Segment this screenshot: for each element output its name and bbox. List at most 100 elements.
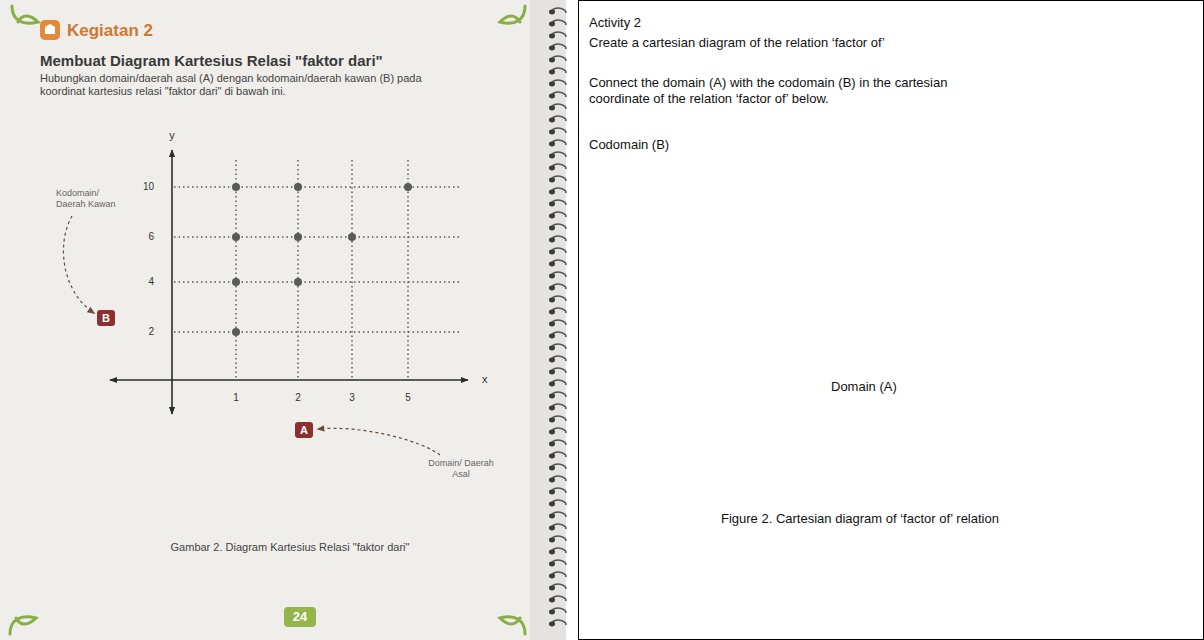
binding-hole (549, 586, 555, 591)
binding-wire (552, 164, 566, 169)
binding-hole (549, 130, 555, 135)
badge-text: B (102, 312, 110, 324)
binding-ring (549, 560, 566, 566)
binding-hole (549, 574, 555, 579)
binding-ring (549, 488, 566, 494)
binding-wire (552, 200, 566, 205)
axis-label: x (482, 373, 488, 386)
binding-ring (549, 116, 566, 122)
binding-ring (549, 536, 566, 542)
binding-wire (552, 320, 566, 325)
page-number: 24 (284, 607, 316, 627)
translation-panel: Activity 2Create a cartesian diagram of … (578, 0, 1204, 640)
binding-hole (549, 394, 555, 399)
binding-wire (552, 404, 566, 409)
binding-wire (552, 68, 566, 73)
binding-hole (549, 430, 555, 435)
tick-label: 2 (295, 392, 301, 404)
binding-hole (549, 562, 555, 567)
binding-wire (552, 464, 566, 469)
binding-hole (549, 118, 555, 123)
tick-label: 10 (143, 181, 154, 193)
binding-wire (552, 416, 566, 421)
binding-wire (552, 128, 566, 133)
binding-wire (552, 548, 566, 553)
figure-caption: Gambar 2. Diagram Kartesius Relasi "fakt… (171, 541, 410, 554)
binding-hole (549, 286, 555, 291)
binding-wire (552, 92, 566, 97)
binding-hole (549, 46, 555, 51)
binding-ring (549, 320, 566, 326)
binding-wire (552, 620, 566, 625)
binding-hole (549, 550, 555, 555)
binding-hole (549, 178, 555, 183)
binding-ring (549, 224, 566, 230)
tick-label: 3 (349, 392, 355, 404)
binding-hole (549, 538, 555, 543)
binding-ring (549, 392, 566, 398)
binding-hole (549, 334, 555, 339)
relation-point (232, 233, 240, 241)
binding-ring (549, 452, 566, 458)
y-axis (171, 150, 173, 414)
binding-wire (552, 488, 566, 493)
leader-lines (63, 216, 440, 455)
tick-label: 5 (405, 392, 411, 404)
binding-hole (549, 94, 555, 99)
binding-wire (552, 296, 566, 301)
binding-ring (549, 620, 566, 626)
binding-wire (552, 308, 566, 313)
binding-wire (552, 380, 566, 385)
tick-label: 4 (148, 276, 154, 288)
binding-hole (549, 466, 555, 471)
binding-wire (552, 608, 566, 613)
binding-wire (552, 524, 566, 529)
binding-ring (549, 8, 566, 14)
binding-ring (549, 104, 566, 110)
binding-hole (549, 358, 555, 363)
relation-point (294, 183, 302, 191)
relation-points (232, 183, 412, 336)
binding-ring (549, 68, 566, 74)
binding-hole (549, 442, 555, 447)
binding-ring (549, 404, 566, 410)
binding-wire (552, 512, 566, 517)
binding-hole (549, 274, 555, 279)
binding-ring (549, 260, 566, 266)
binding-wire (552, 56, 566, 61)
binding-hole (549, 154, 555, 159)
binding-wire (552, 368, 566, 373)
binding-ring (549, 500, 566, 506)
binding-hole (549, 346, 555, 351)
binding-ring (549, 20, 566, 26)
binding-hole (549, 202, 555, 207)
activity-icon-hand (45, 24, 55, 34)
binding-wire (552, 20, 566, 25)
activity-heading: Kegiatan 2 (67, 21, 153, 41)
axis-callout: Domain/ Daerah Asal (424, 458, 498, 480)
binding-wire (552, 8, 566, 13)
binding-hole (549, 322, 555, 327)
binding-hole (549, 514, 555, 519)
corner-swirl (500, 6, 525, 23)
binding-hole (549, 214, 555, 219)
binding-wire (552, 356, 566, 361)
relation-point (404, 183, 412, 191)
binding-ring (549, 356, 566, 362)
binding-ring (549, 56, 566, 62)
relation-point (232, 278, 240, 286)
relation-point (294, 233, 302, 241)
binding-ring (549, 572, 566, 578)
binding-hole (549, 58, 555, 63)
binding-wire (552, 440, 566, 445)
corner-swirl (10, 617, 36, 634)
relation-point (294, 278, 302, 286)
grid-line (174, 281, 462, 282)
binding-wire (552, 476, 566, 481)
binding-ring (549, 272, 566, 278)
binding-ring (549, 608, 566, 614)
binding-ring (549, 212, 566, 218)
relation-point (232, 328, 240, 336)
binding-ring (549, 380, 566, 386)
binding-wire (552, 188, 566, 193)
